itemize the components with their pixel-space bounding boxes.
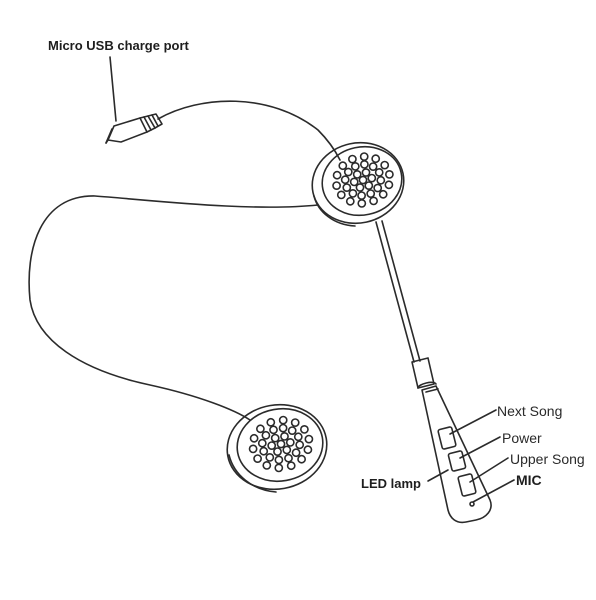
lower-speaker (226, 403, 328, 493)
grille-hole (359, 159, 369, 169)
mic-stem-edge (381, 220, 421, 362)
grille-hole (276, 439, 286, 449)
grille-hole (349, 177, 359, 187)
mic-stem (375, 221, 415, 363)
grille-hole (262, 460, 272, 470)
usb-cable (157, 100, 341, 161)
grille-hole (249, 433, 259, 443)
grille-hole (284, 453, 293, 463)
grille-hole (257, 438, 267, 448)
grille-hole (261, 430, 271, 440)
grille-hole (255, 424, 265, 434)
grille-hole (359, 152, 369, 161)
grille-hole (259, 446, 269, 456)
grille-hole (367, 173, 377, 183)
grille-hole (267, 441, 277, 450)
power-button (447, 450, 467, 472)
leader-upper-song (469, 457, 509, 483)
upper-song-label: Upper Song (510, 451, 585, 467)
leader-led (427, 469, 449, 482)
grille-hole (291, 448, 301, 458)
next-song-label: Next Song (497, 403, 563, 419)
grille-hole (297, 454, 306, 464)
leader-power (459, 436, 501, 459)
leader-mic (472, 479, 515, 503)
grille-hole (286, 461, 296, 471)
grille-hole (332, 181, 341, 190)
grille-hole (266, 417, 276, 427)
upper-song-button (457, 473, 477, 497)
grille-hole (269, 425, 278, 435)
leader-next-song (449, 409, 497, 435)
grille-hole (299, 424, 309, 434)
grille-hole (278, 415, 288, 425)
grille-hole (350, 161, 360, 171)
grille-hole (357, 191, 366, 200)
upper-speaker-grille (332, 152, 394, 208)
grille-hole (347, 154, 357, 164)
grille-hole (343, 167, 353, 177)
upper-speaker (311, 141, 405, 227)
grille-hole (332, 170, 342, 180)
grille-hole (384, 169, 394, 179)
grille-hole (342, 183, 352, 192)
grille-hole (352, 169, 362, 179)
grille-hole (273, 447, 282, 456)
grille-hole (278, 423, 288, 433)
grille-hole (274, 463, 284, 473)
mic-label: MIC (516, 472, 542, 488)
grille-hole (290, 418, 300, 427)
leader-usb (109, 56, 117, 122)
grille-hole (280, 431, 289, 441)
grille-hole (376, 175, 386, 185)
grille-hole (358, 175, 368, 185)
next-song-button (437, 426, 457, 450)
grille-hole (378, 189, 388, 199)
led-lamp-label: LED lamp (361, 476, 421, 491)
grille-hole (348, 188, 358, 198)
grille-hole (369, 196, 378, 206)
grille-hole (287, 426, 297, 435)
grille-hole (340, 175, 350, 185)
grille-hole (253, 454, 262, 463)
lower-speaker-grille (248, 415, 314, 473)
grille-hole (384, 180, 394, 190)
usb-plug (105, 113, 163, 144)
grille-hole (336, 190, 346, 200)
grille-hole (265, 452, 275, 462)
speaker-link-cable (28, 195, 319, 421)
grille-hole (366, 189, 376, 198)
grille-hole (361, 168, 371, 177)
usb-port-label: Micro USB charge port (48, 38, 189, 53)
grille-hole (355, 183, 365, 192)
grille-hole (338, 161, 348, 171)
grille-hole (248, 444, 258, 454)
grille-hole (285, 437, 295, 447)
grille-hole (373, 183, 383, 193)
grille-hole (371, 154, 381, 164)
control-box (411, 357, 492, 524)
grille-hole (295, 440, 305, 450)
grille-hole (380, 160, 390, 170)
grille-hole (270, 433, 280, 443)
grille-hole (274, 455, 284, 465)
grille-hole (374, 167, 384, 177)
power-label: Power (502, 430, 542, 446)
mic-hole (469, 501, 475, 507)
grille-hole (345, 196, 355, 206)
grille-hole (357, 198, 367, 208)
grille-hole (303, 445, 313, 455)
grille-hole (364, 181, 374, 190)
grille-hole (282, 445, 292, 455)
grille-hole (293, 432, 303, 442)
grille-hole (368, 162, 378, 171)
grille-hole (304, 434, 314, 444)
